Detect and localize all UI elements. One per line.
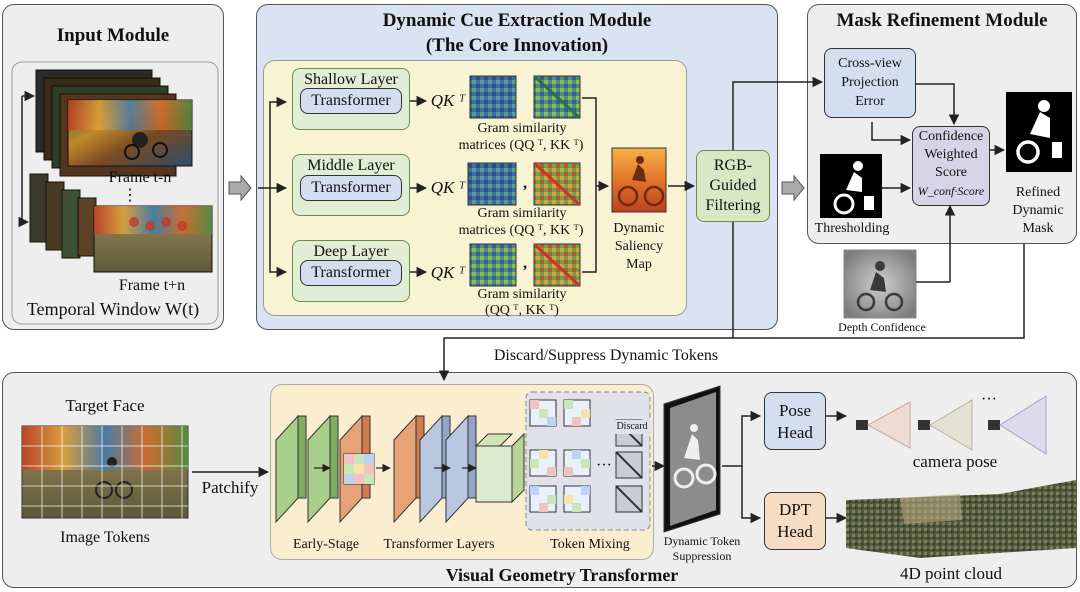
dpt-head-box [764, 492, 826, 550]
saliency-label-line1: Dynamic [613, 221, 665, 236]
frame-stack-upper [35, 69, 193, 177]
camera-pose-frustums [856, 395, 1047, 455]
confidence-line4: W_conf·Score [917, 184, 985, 198]
image-tokens-label: Image Tokens [60, 529, 150, 546]
vgt-title: Visual Geometry Transformer [445, 565, 679, 585]
core-module-title-line2: (The Core Innovation) [425, 35, 609, 56]
refined-line3: Mask [1022, 221, 1054, 236]
frame-stack-lower [29, 173, 213, 273]
patch-grid-early [343, 453, 375, 485]
depth-confidence-label: Depth Confidence [838, 320, 926, 334]
confidence-line1: Confidence [918, 129, 984, 144]
gram-matrices-deep [469, 242, 582, 288]
gram-label-middle-line1: Gram similarity [477, 206, 567, 221]
deep-transformer-box [300, 260, 402, 286]
pose-head-line1: Pose [778, 401, 812, 420]
gram-label-deep-line1: Gram similarity [477, 287, 567, 302]
gram-label-deep-line2: (QQ ᵀ, KK ᵀ) [485, 303, 559, 318]
token-mixing-ellipsis: ··· [596, 457, 612, 474]
confidence-line2: Weighted [924, 147, 978, 162]
frame-t-minus-n-text: Frame t-n [108, 169, 172, 186]
thresholding-label: Thresholding [814, 221, 890, 236]
dynamic-token-suppression-image [663, 385, 721, 533]
dts-line1: Dynamic Token [663, 534, 741, 548]
gram-label-middle-line2: matrices (QQ ᵀ, KK ᵀ) [458, 223, 584, 238]
camera-dots: ··· [981, 391, 997, 408]
gram-comma-deep: , [523, 255, 527, 272]
point-cloud-label: 4D point cloud [900, 564, 1002, 583]
qk-label-middle: QK ᵀ [430, 178, 466, 197]
gram-matrices-shallow [469, 74, 582, 120]
refined-line2: Dynamic [1012, 203, 1064, 218]
rgb-filter-line3: Filtering [705, 197, 761, 214]
dpt-head-line2: Head [777, 522, 813, 541]
middle-transformer-label: Transformer [311, 179, 391, 196]
saliency-label-line2: Saliency [614, 239, 664, 254]
discard-label: Discard [612, 420, 652, 434]
thresholding-mask-image [820, 154, 882, 218]
early-stage-label: Early-Stage [292, 537, 360, 552]
rgb-guided-filtering-box [696, 150, 770, 222]
saliency-label-line3: Map [626, 257, 652, 272]
mask-module-title: Mask Refinement Module [836, 10, 1048, 31]
gram-label-shallow-line2: matrices (QQ ᵀ, KK ᵀ) [458, 138, 584, 153]
cross-view-line2: Projection [841, 75, 899, 90]
rgb-filter-line1: RGB- [713, 157, 753, 174]
target-face-label: Target Face [65, 396, 145, 415]
core-module-title-line1: Dynamic Cue Extraction Module [382, 10, 652, 31]
gram-label-shallow-line1: Gram similarity [477, 121, 567, 136]
token-mixing-grids [529, 399, 643, 513]
pose-head-box [764, 392, 826, 450]
cross-view-line1: Cross-view [838, 56, 902, 71]
discard-suppress-label: Discard/Suppress Dynamic Tokens [493, 347, 719, 364]
frame-t-plus-n-label: Frame t+n [118, 277, 186, 294]
input-module-title: Input Module [56, 25, 170, 46]
target-face-image [21, 425, 189, 519]
gram-matrices-middle [467, 161, 582, 207]
camera-pose-label: camera pose [912, 452, 998, 471]
middle-layer-label: Middle Layer [307, 157, 395, 174]
frame-dots: ⋮ [122, 187, 138, 204]
deep-transformer-label: Transformer [311, 264, 391, 281]
gram-comma-middle: , [523, 175, 527, 192]
transformer-layers-label: Transformer Layers [383, 537, 495, 552]
dynamic-saliency-map-image [611, 147, 667, 213]
shallow-layer-label: Shallow Layer [304, 71, 398, 88]
shallow-transformer-box [300, 88, 402, 114]
dpt-head-line1: DPT [778, 500, 812, 519]
deep-layer-label: Deep Layer [313, 243, 389, 260]
early-stage-blocks [275, 414, 371, 524]
confidence-line3: Score [935, 165, 967, 180]
token-mixing-label: Token Mixing [550, 537, 630, 552]
depth-confidence-image [843, 249, 917, 319]
shallow-transformer-label: Transformer [311, 92, 391, 109]
cross-view-line3: Error [855, 94, 885, 109]
dts-line2: Suppression [672, 549, 732, 563]
frame-t-minus-n-label: Frame t-n [80, 168, 200, 187]
temporal-window-label: Temporal Window W(t) [26, 299, 200, 319]
patchify-label: Patchify [201, 478, 259, 497]
middle-transformer-box [300, 175, 402, 201]
refined-mask-image [1006, 92, 1072, 172]
confidence-weighted-score-box [912, 126, 990, 206]
point-cloud-image [846, 480, 1076, 558]
pose-head-line2: Head [777, 423, 813, 442]
transformer-layer-blocks [393, 414, 525, 524]
qk-label-deep: QK ᵀ [430, 263, 466, 282]
rgb-filter-line2: Guided [709, 177, 757, 194]
qk-label-shallow: QK ᵀ [430, 91, 466, 110]
refined-line1: Refined [1015, 185, 1061, 200]
cross-view-projection-error-box [824, 48, 916, 118]
